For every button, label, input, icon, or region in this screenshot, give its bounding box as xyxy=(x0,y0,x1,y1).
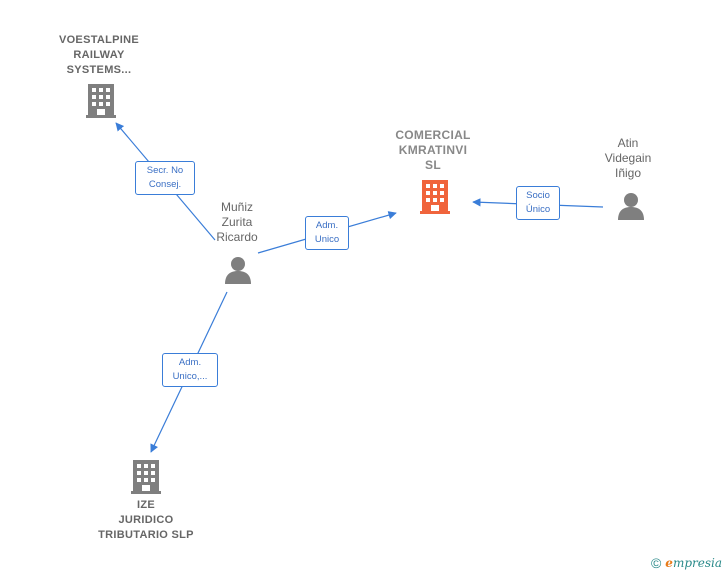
building-icon[interactable] xyxy=(86,84,116,118)
main-building-icon[interactable] xyxy=(420,180,450,214)
edge-label-secr-no-consej[interactable]: Secr. No Consej. xyxy=(135,161,195,195)
edge-label-socio-unico[interactable]: Socio Único xyxy=(516,186,560,220)
brand-logo[interactable]: empresia xyxy=(665,556,722,570)
edge-label-adm-unico[interactable]: Adm. Unico xyxy=(305,216,349,250)
person-label-atin[interactable]: Atin Videgain Iñigo xyxy=(604,136,652,180)
company-label-comercial[interactable]: COMERCIAL KMRATINVI SL xyxy=(395,128,471,172)
copyright-icon: © xyxy=(650,555,662,571)
building-icon[interactable] xyxy=(131,460,161,494)
person-icon[interactable] xyxy=(225,257,251,284)
edge-label-adm-unico-etc[interactable]: Adm. Unico,... xyxy=(162,353,218,387)
company-label-ize[interactable]: IZE JURIDICO TRIBUTARIO SLP xyxy=(98,499,194,541)
footer-brand: © empresia xyxy=(651,555,722,571)
person-icon[interactable] xyxy=(618,193,644,220)
company-label-voestalpine[interactable]: VOESTALPINE RAILWAY SYSTEMS... xyxy=(58,34,140,76)
person-label-muniz[interactable]: Muñiz Zurita Ricardo xyxy=(216,200,258,244)
